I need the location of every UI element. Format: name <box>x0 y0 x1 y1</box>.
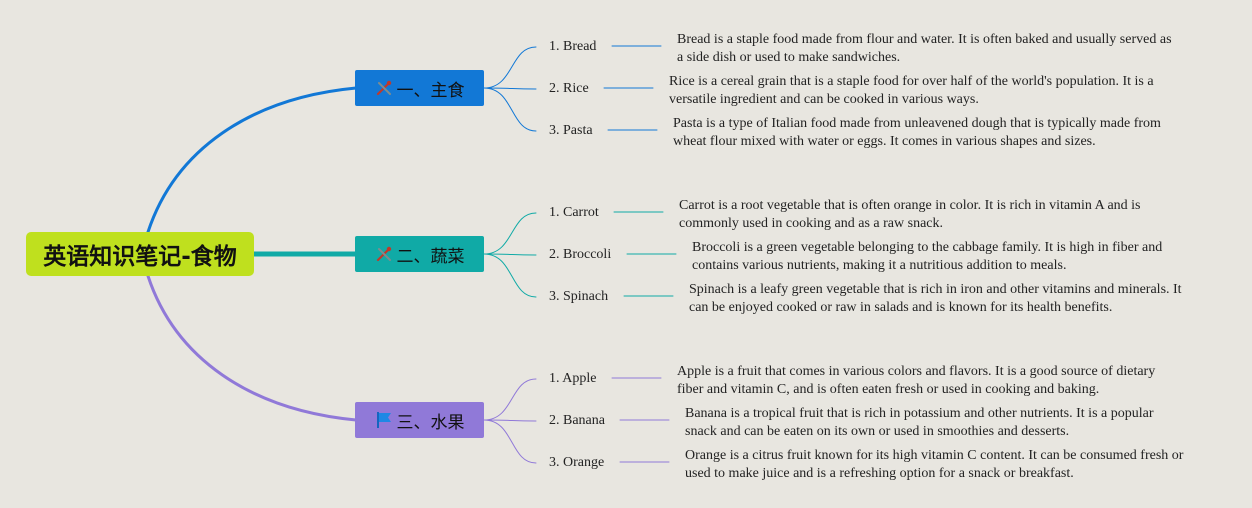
leaf-rice[interactable]: 2. Rice <box>549 81 589 96</box>
branch-leaf-connector <box>483 46 537 89</box>
desc-broccoli: Broccoli is a green vegetable belonging … <box>692 240 1163 273</box>
branch-fruits[interactable]: 三、水果 <box>355 402 484 438</box>
root-title: 英语知识笔记-食物 <box>43 244 237 270</box>
tools-icon <box>375 79 393 97</box>
desc-orange: Orange is a citrus fruit known for its h… <box>685 448 1184 481</box>
leaf-broccoli[interactable]: 2. Broccoli <box>549 247 612 262</box>
leaf-bread[interactable]: 1. Bread <box>549 39 597 54</box>
branch-label: 二、蔬菜 <box>396 246 465 267</box>
branch-vegetables[interactable]: 二、蔬菜 <box>355 236 484 272</box>
flag-icon <box>375 411 393 429</box>
desc-bread: Bread is a staple food made from flour a… <box>677 32 1172 65</box>
branch-leaf-connector <box>483 253 537 298</box>
leaf-banana[interactable]: 2. Banana <box>549 413 605 428</box>
desc-banana: Banana is a tropical fruit that is rich … <box>685 406 1154 439</box>
branch-leaf-connector <box>483 419 537 464</box>
branch-leaf-connector <box>483 212 537 255</box>
desc-apple: Apple is a fruit that comes in various c… <box>677 364 1156 397</box>
branch-leaf-connector <box>483 419 537 422</box>
root-topic[interactable]: 英语知识笔记-食物 <box>26 232 254 276</box>
branch-leaf-connector <box>483 87 537 90</box>
branch-leaf-connector <box>483 253 537 256</box>
desc-spinach: Spinach is a leafy green vegetable that … <box>689 282 1182 315</box>
desc-rice: Rice is a cereal grain that is a staple … <box>669 74 1154 107</box>
tools-icon <box>375 245 393 263</box>
branch-leaf-connector <box>483 87 537 132</box>
desc-carrot: Carrot is a root vegetable that is often… <box>679 198 1141 231</box>
leaf-apple[interactable]: 1. Apple <box>549 371 597 386</box>
branch-staple-food[interactable]: 一、主食 <box>355 70 484 106</box>
leaf-carrot[interactable]: 1. Carrot <box>549 205 599 220</box>
desc-pasta: Pasta is a type of Italian food made fro… <box>673 116 1161 149</box>
root-connector-staple-food <box>146 86 358 234</box>
leaf-spinach[interactable]: 3. Spinach <box>549 289 609 304</box>
branch-label: 三、水果 <box>396 412 465 433</box>
branch-leaf-connector <box>483 378 537 421</box>
root-connector-fruits <box>146 274 358 422</box>
leaf-orange[interactable]: 3. Orange <box>549 455 605 470</box>
leaf-pasta[interactable]: 3. Pasta <box>549 123 593 138</box>
branch-label: 一、主食 <box>396 80 465 101</box>
